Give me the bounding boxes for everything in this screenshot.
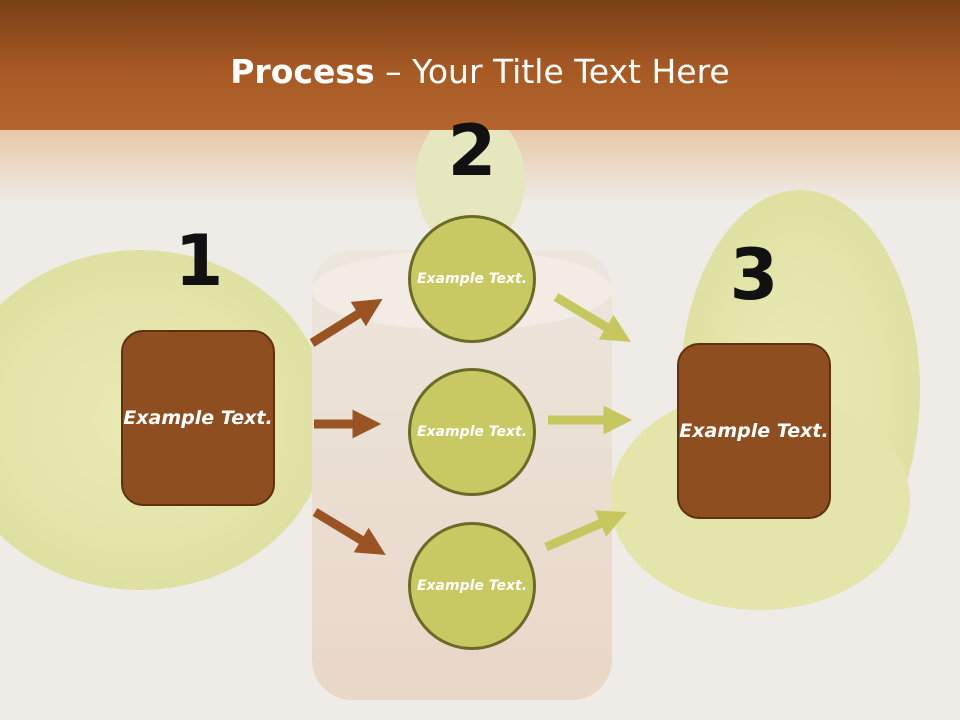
step-2-circle-3-text: Example Text. — [416, 577, 528, 594]
title-bold: Process — [230, 52, 375, 91]
step-2-circle-3: Example Text. — [408, 522, 536, 650]
step-1-number: 1 — [174, 220, 224, 302]
arrow-2a-to-3 — [553, 293, 631, 342]
step-2-circle-2-text: Example Text. — [416, 423, 528, 440]
arrow-1-to-2a — [309, 298, 383, 347]
step-3-box: Example Text. — [677, 343, 831, 519]
arrow-2c-to-3 — [544, 510, 627, 552]
step-1-box: Example Text. — [121, 330, 275, 506]
step-2-number: 2 — [447, 110, 497, 192]
step-3-text: Example Text. — [679, 419, 829, 442]
arrow-1-to-2c — [312, 508, 386, 555]
step-2-circle-1-text: Example Text. — [416, 270, 528, 287]
step-2-circle-2: Example Text. — [408, 368, 536, 496]
title-rest: – Your Title Text Here — [374, 52, 730, 91]
step-1-text: Example Text. — [123, 406, 273, 429]
page-title: Process – Your Title Text Here — [0, 52, 960, 91]
step-2-circle-1: Example Text. — [408, 215, 536, 343]
step-3-number: 3 — [729, 234, 779, 316]
